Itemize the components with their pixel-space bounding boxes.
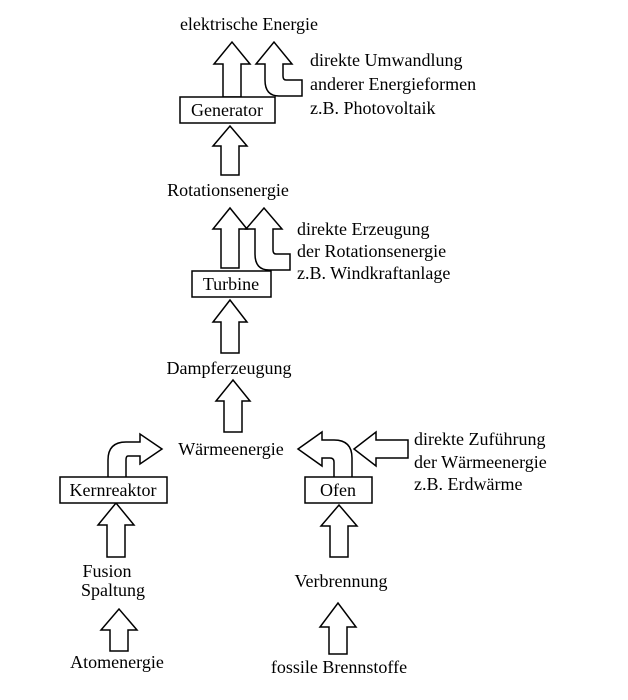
arrow-atomic-to-fusion: [99, 607, 139, 652]
note-direct-heat-line-3: z.B. Erdwärme: [414, 474, 522, 494]
arrow-turbine-to-rotation: [211, 206, 249, 269]
arrow-heat-to-steam: [214, 378, 252, 433]
arrow-combustion-to-furnace: [319, 503, 359, 558]
arrow-reactor-to-heat-hook: [107, 432, 164, 479]
arrow-generator-to-electric: [212, 40, 252, 98]
node-fusion: Fusion: [82, 561, 131, 581]
generator-box: [179, 96, 276, 124]
note-direct-rotation-line-2: der Rotationsenergie: [297, 241, 446, 261]
node-furnace: Ofen: [320, 480, 356, 500]
node-fission: Spaltung: [81, 580, 145, 600]
arrow-direct-heat-input: [352, 430, 409, 468]
turbine-box: [191, 270, 272, 298]
arrow-direct-rotation-hook: [244, 206, 291, 271]
node-turbine: Turbine: [203, 274, 259, 294]
note-direct-conversion-line-3: z.B. Photovoltaik: [310, 98, 436, 118]
note-direct-rotation-line-3: z.B. Windkraftanlage: [297, 263, 450, 283]
note-direct-conversion-line-2: anderer Energieformen: [310, 74, 476, 94]
arrow-rotation-to-generator: [211, 124, 249, 176]
arrow-direct-conversion-hook: [254, 40, 303, 97]
node-atomic-energy: Atomenergie: [70, 652, 164, 672]
note-direct-heat-line-2: der Wärmeenergie: [414, 452, 547, 472]
note-direct-heat-line-1: direkte Zuführung: [414, 429, 545, 449]
node-heat-energy: Wärmeenergie: [178, 439, 284, 459]
node-steam-generation: Dampferzeugung: [167, 358, 292, 378]
node-fossil-fuels: fossile Brennstoffe: [271, 657, 407, 677]
note-direct-conversion-line-1: direkte Umwandlung: [310, 50, 462, 70]
arrow-furnace-to-heat-hook: [296, 430, 353, 479]
arrow-fossil-to-combustion: [318, 601, 358, 655]
arrow-fusion-to-reactor: [96, 501, 136, 558]
reactor-box: [59, 476, 168, 504]
arrow-steam-to-turbine: [211, 298, 249, 354]
node-generator: Generator: [191, 100, 263, 120]
node-electric-energy: elektrische Energie: [180, 14, 318, 34]
note-direct-rotation-line-1: direkte Erzeugung: [297, 219, 429, 239]
node-rotation-energy: Rotationsenergie: [167, 180, 289, 200]
furnace-box: [304, 476, 373, 504]
node-nuclear-reactor: Kernreaktor: [70, 480, 157, 500]
node-combustion: Verbrennung: [295, 571, 388, 591]
